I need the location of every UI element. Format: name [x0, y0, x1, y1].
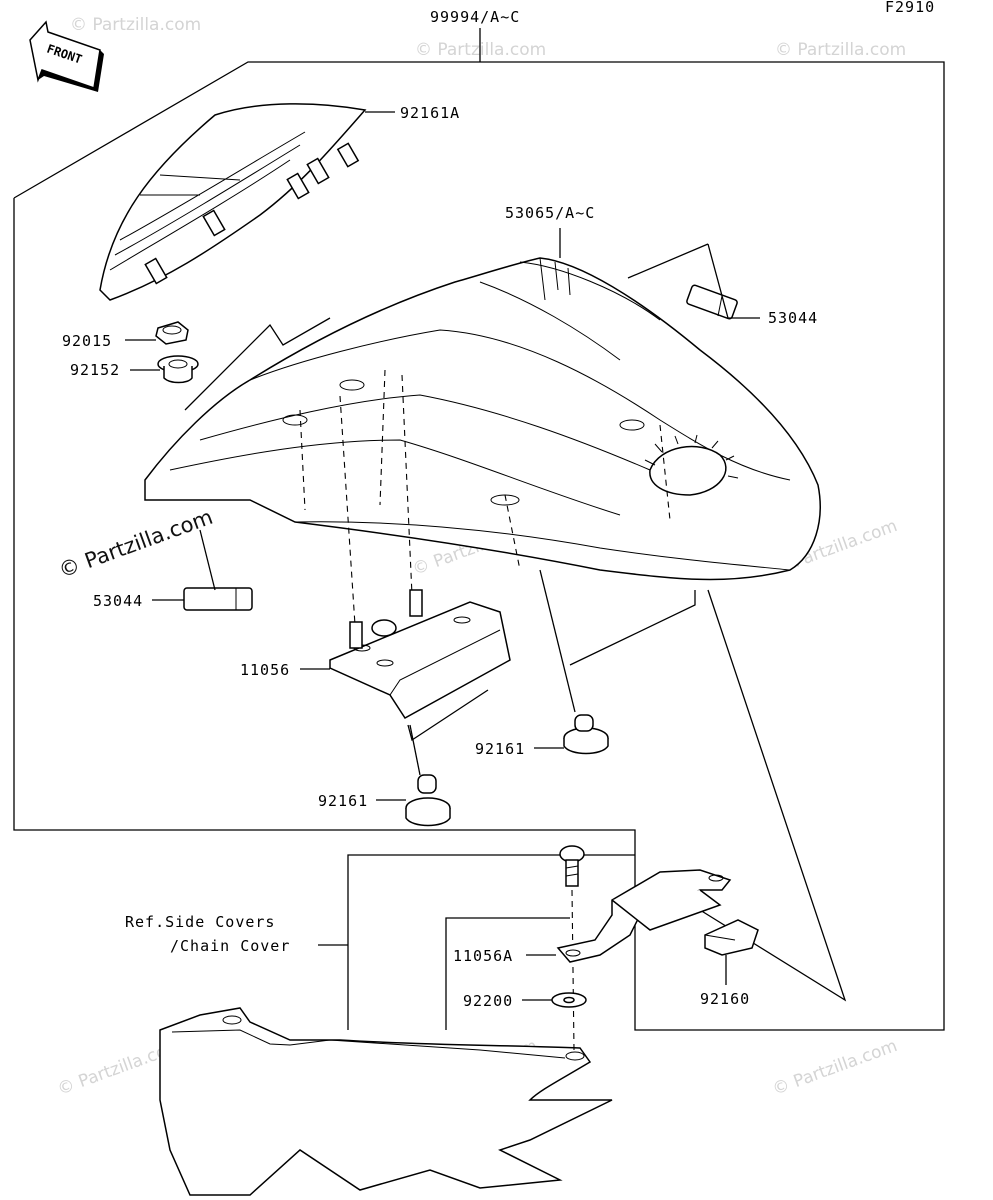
bracket-11056A [556, 869, 732, 963]
label-11056A: 11056A [453, 947, 513, 965]
front-arrow-icon: FRONT [29, 20, 104, 92]
leader-line [199, 529, 216, 591]
figure-code: F2910 [885, 0, 935, 16]
pad-92160 [704, 919, 759, 956]
leader-line [569, 590, 696, 666]
leader-line [184, 317, 331, 411]
leader-line [539, 569, 576, 713]
leader-line [407, 689, 489, 742]
copyright: © Partzilla.com [56, 505, 216, 583]
watermark: © Partzilla.com [70, 15, 201, 35]
rubber-53044-left [183, 587, 253, 611]
ref-side-covers-text: Ref.Side Covers [125, 913, 275, 931]
sub-box-outline [347, 854, 635, 1030]
label-92161A: 92161A [400, 104, 460, 122]
seat-cowl-53065 [144, 257, 821, 581]
rubber-53044-right [686, 284, 738, 320]
bracket-box-outline [445, 917, 570, 1030]
label-53065: 53065/A~C [505, 204, 595, 222]
label-92161-right: 92161 [475, 740, 525, 758]
watermark: © Partzilla.com [775, 40, 906, 60]
label-92161-left: 92161 [318, 792, 368, 810]
label-92200: 92200 [463, 992, 513, 1010]
leader-line [627, 243, 709, 279]
bracket-11056 [329, 589, 511, 719]
assembly-outline [13, 61, 945, 1031]
label-92015: 92015 [62, 332, 112, 350]
label-99994: 99994/A~C [430, 8, 520, 26]
damper-92161-left [405, 774, 451, 827]
ref-chain-cover-text: /Chain Cover [170, 937, 290, 955]
rear-pad-92161A [99, 103, 367, 301]
watermark: © Partzilla.com [770, 1036, 900, 1100]
label-53044-left: 53044 [93, 592, 143, 610]
side-cover [159, 1007, 613, 1196]
label-92152: 92152 [70, 361, 120, 379]
collar-92152 [157, 355, 199, 384]
label-92160: 92160 [700, 990, 750, 1008]
damper-92161-right [563, 714, 609, 755]
leader-line [707, 243, 760, 319]
leader-line [409, 724, 421, 776]
label-53044-right: 53044 [768, 309, 818, 327]
install-guides [299, 369, 671, 626]
install-guide [571, 889, 575, 1051]
bolt [559, 845, 585, 887]
label-11056: 11056 [240, 661, 290, 679]
nut-92015 [155, 321, 189, 345]
washer-92200 [551, 992, 587, 1008]
